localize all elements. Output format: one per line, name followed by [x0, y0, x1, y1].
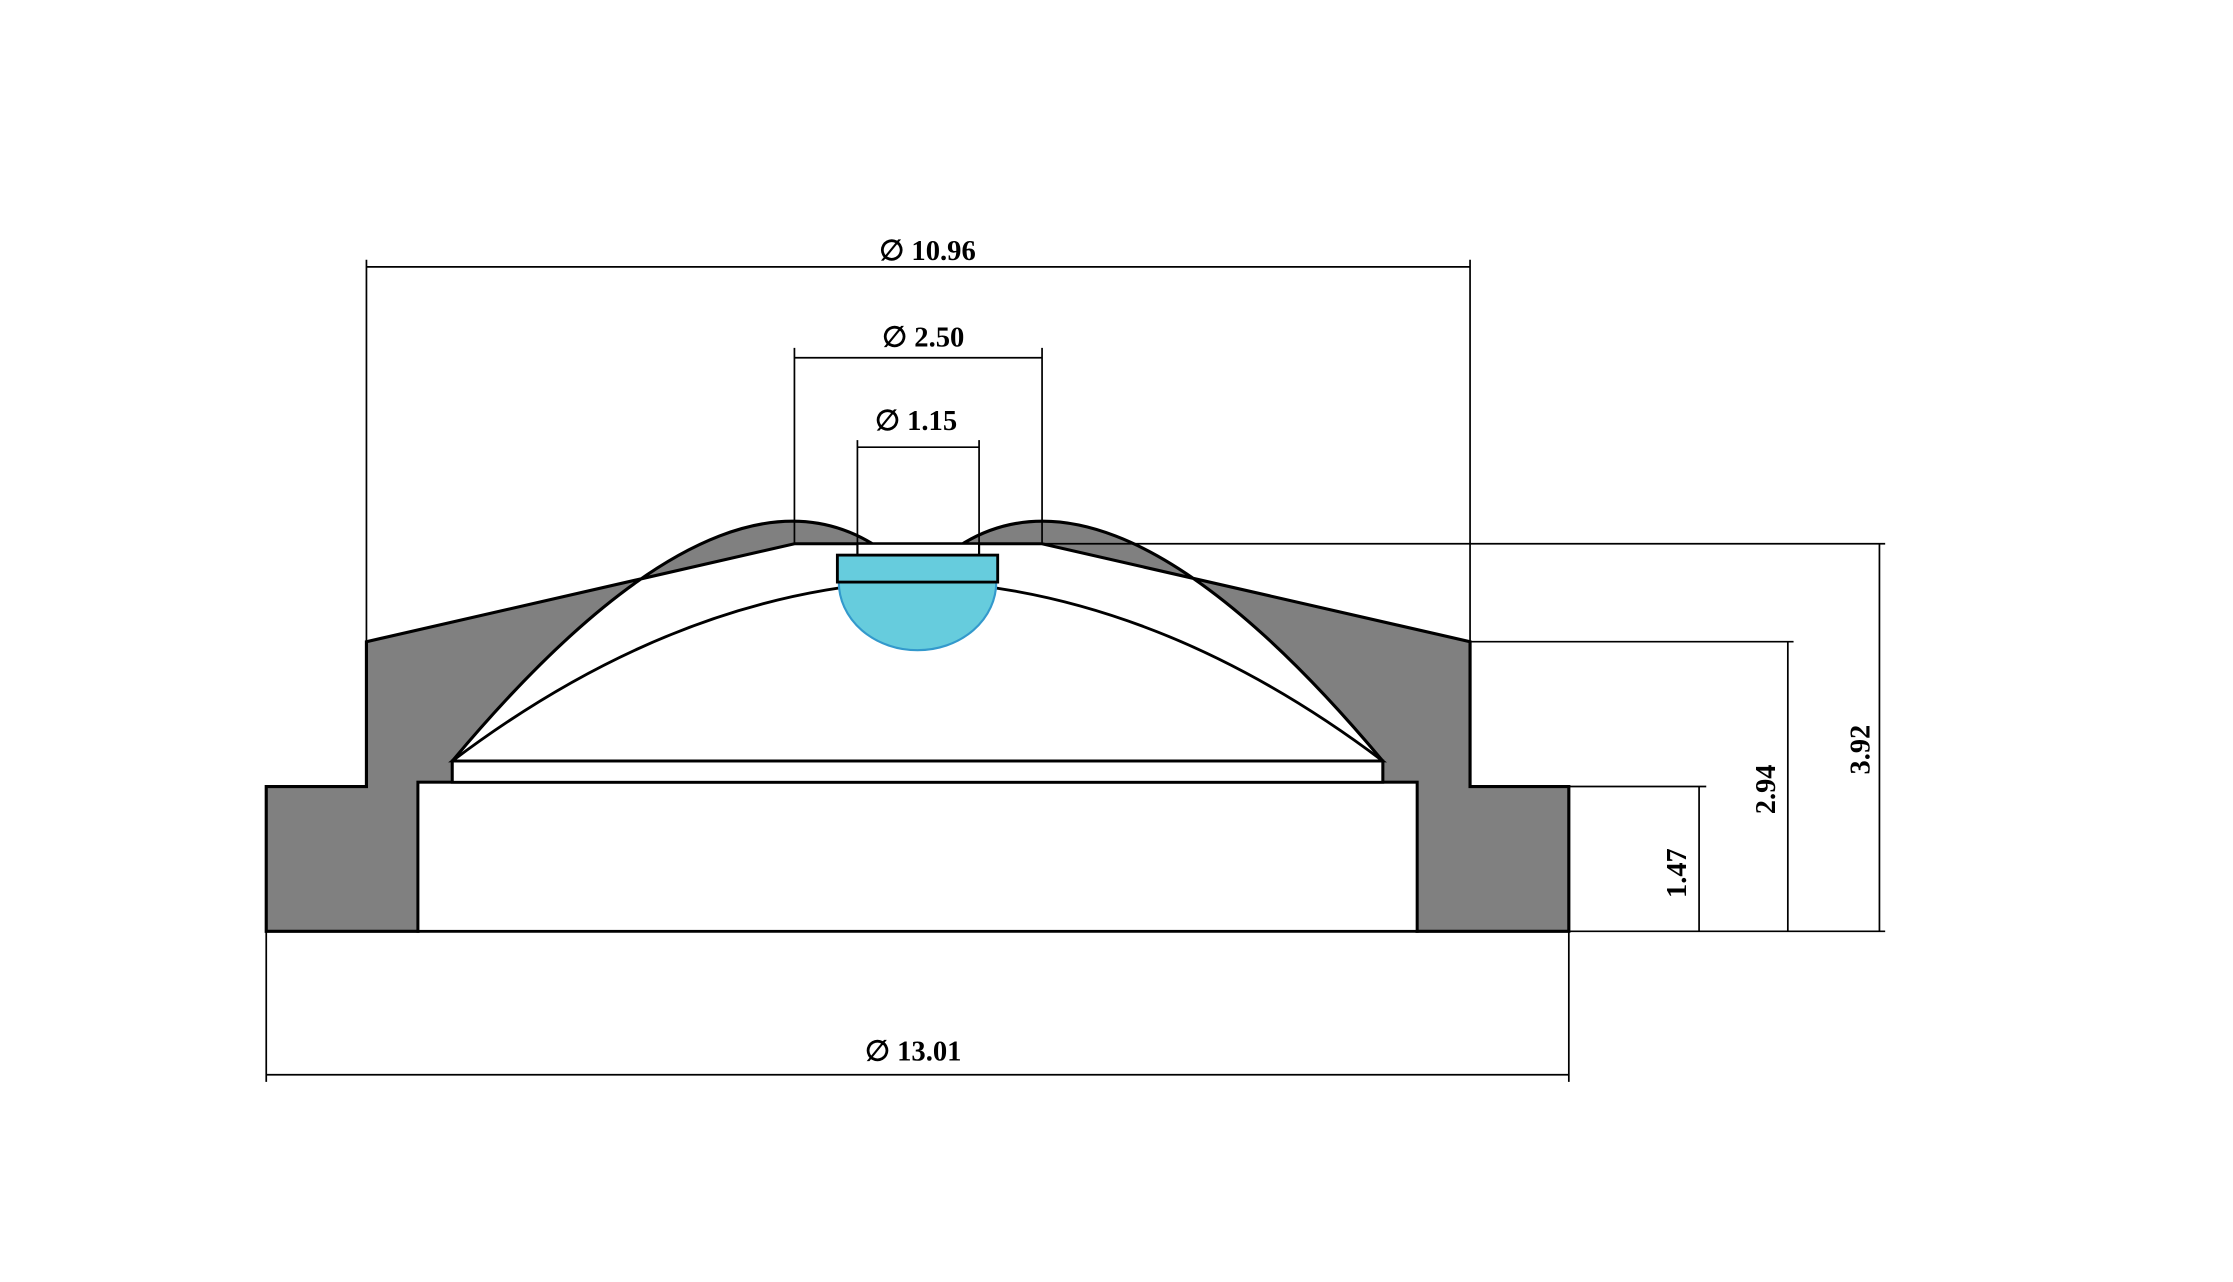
- base-cavity: [416, 780, 1419, 933]
- label-shoulder-height: 2.94: [1751, 765, 1782, 815]
- top-aperture: [856, 542, 981, 557]
- dimension-total-height: 3.92: [1845, 543, 1881, 932]
- label-aperture-inner: ∅ 1.15: [875, 406, 957, 437]
- dimension-aperture-outer: ∅ 2.50: [793, 323, 1043, 544]
- inner-ledge: [450, 759, 1385, 784]
- label-total-height: 3.92: [1845, 725, 1876, 775]
- label-aperture-outer: ∅ 2.50: [882, 323, 964, 354]
- dimension-top-diameter: ∅ 10.96: [365, 236, 1471, 642]
- label-top-diameter: ∅ 10.96: [879, 236, 975, 267]
- label-flange-height: 1.47: [1662, 848, 1693, 898]
- dimension-flange-height: 1.47: [1662, 786, 1700, 932]
- dimension-shoulder-height: 2.94: [1751, 641, 1789, 932]
- dimension-aperture-inner: ∅ 1.15: [856, 406, 980, 556]
- label-base-diameter: ∅ 13.01: [865, 1037, 961, 1068]
- lens-seat: [835, 553, 1000, 584]
- ball-lens: [837, 581, 998, 652]
- dimension-base-diameter: ∅ 13.01: [265, 931, 1570, 1082]
